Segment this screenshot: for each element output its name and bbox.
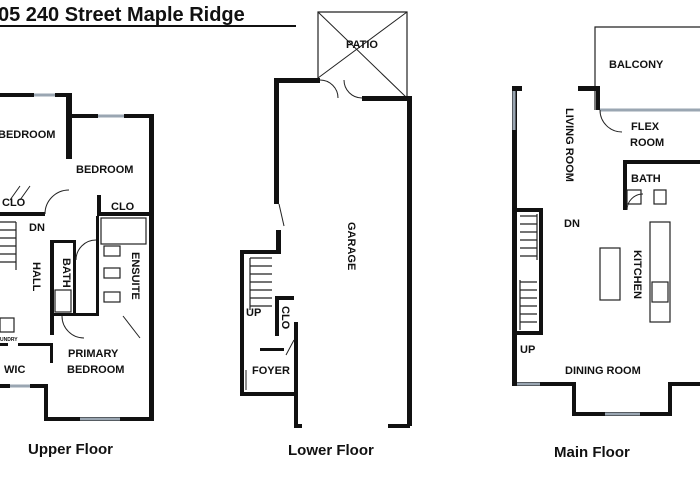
upper-bath-label: BATH [60, 258, 72, 288]
lower-up-label: UP [246, 307, 261, 319]
lower-floor-caption: Lower Floor [288, 442, 374, 459]
main-flex-label: FLEX [631, 121, 660, 133]
upper-laundry-label: UNDRY [0, 337, 18, 343]
main-bath-label: BATH [631, 173, 661, 185]
main-dn-label: DN [564, 218, 580, 230]
main-floor-caption: Main Floor [554, 444, 630, 461]
main-room-label: ROOM [630, 137, 664, 149]
upper-primary-bedroom-label: BEDROOM [67, 364, 124, 376]
main-living-room-label: LIVING ROOM [563, 108, 575, 182]
main-floor-plan: BALCONY LIVING ROOM FLEX ROOM BATH DN KI… [512, 26, 700, 461]
upper-dn-label: DN [29, 222, 45, 234]
upper-hall-label: HALL [30, 262, 42, 292]
upper-clo2-label: CLO [111, 201, 135, 213]
main-up-label: UP [520, 344, 535, 356]
upper-floor-caption: Upper Floor [28, 441, 113, 458]
lower-clo-label: CLO [279, 306, 291, 330]
main-dining-room-label: DINING ROOM [565, 365, 641, 377]
upper-primary-label: PRIMARY [68, 348, 119, 360]
main-kitchen-label: KITCHEN [631, 250, 643, 299]
main-balcony-label: BALCONY [609, 59, 664, 71]
lower-patio-label: PATIO [346, 39, 378, 51]
upper-bedroom-label: BEDROOM [0, 129, 55, 141]
upper-bedroom2-label: BEDROOM [76, 164, 133, 176]
upper-ensuite-label: ENSUITE [129, 252, 141, 300]
upper-wic-label: WIC [4, 364, 25, 376]
lower-foyer-label: FOYER [252, 365, 290, 377]
lower-floor-plan: PATIO GARAGE UP CLO FOYER Lower Floor [240, 11, 412, 459]
upper-clo1-label: CLO [2, 197, 26, 209]
upper-floor-plan: BEDROOM BEDROOM CLO CLO DN HALL BATH ENS… [0, 93, 154, 458]
plan-title: 05 240 Street Maple Ridge [0, 4, 245, 26]
lower-garage-label: GARAGE [345, 222, 357, 270]
